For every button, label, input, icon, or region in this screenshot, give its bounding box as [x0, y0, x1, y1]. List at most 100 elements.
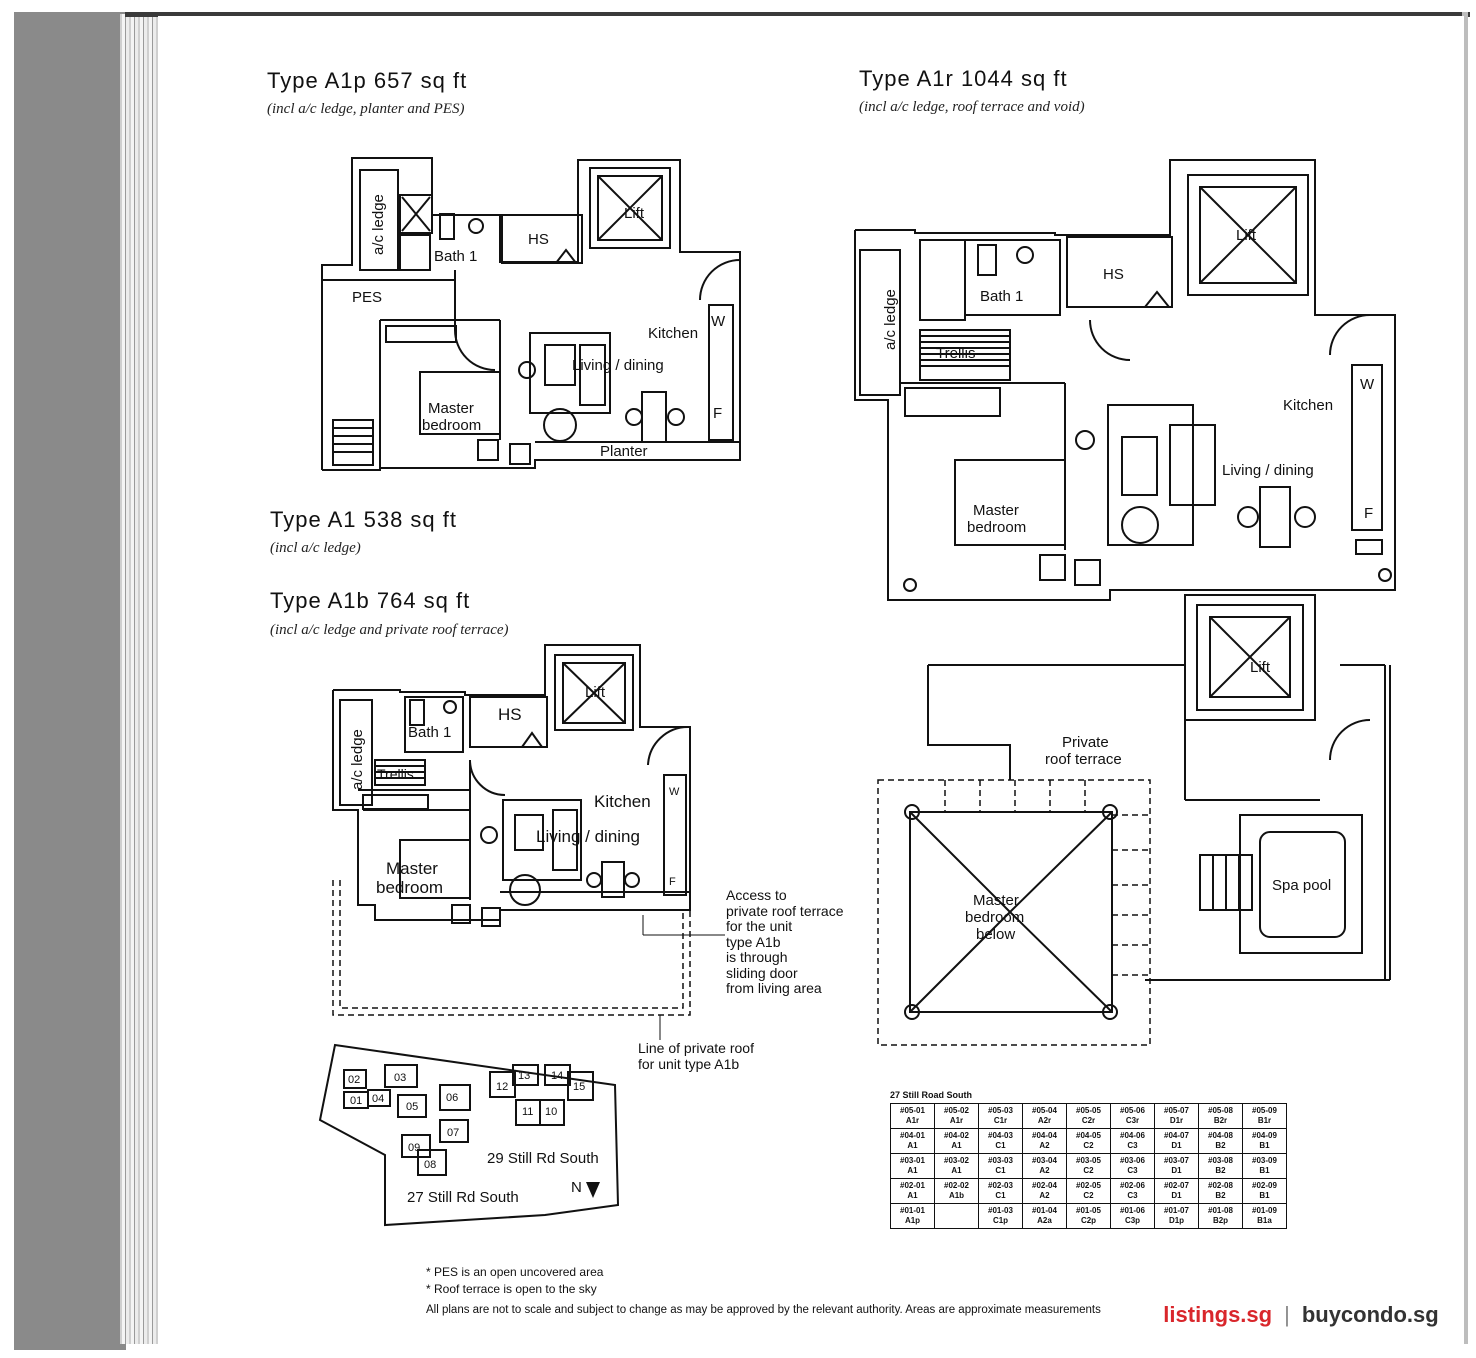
unit-number: #04-01: [900, 1131, 925, 1140]
unit-type: C3: [1127, 1166, 1138, 1175]
block-05: 05: [406, 1101, 418, 1113]
unit-number: #01-01: [900, 1206, 925, 1215]
unit-number: #04-07: [1164, 1131, 1189, 1140]
bedroom-below-label: bedroom: [965, 909, 1024, 926]
unit-number: #03-04: [1032, 1156, 1057, 1165]
plan-subtitle-a1p: (incl a/c ledge, planter and PES): [267, 101, 465, 117]
ac-ledge-label-a1r: a/c ledge: [882, 289, 899, 350]
unit-type: D1r: [1169, 1116, 1184, 1125]
unit-type: D1p: [1168, 1216, 1185, 1225]
block-15: 15: [573, 1081, 585, 1093]
unit-type: D1: [1171, 1191, 1182, 1200]
unit-number: #02-01: [900, 1181, 925, 1190]
unit-number: #01-04: [1032, 1206, 1057, 1215]
disclaimer: All plans are not to scale and subject t…: [426, 1304, 1101, 1316]
unit-number: #04-04: [1032, 1131, 1057, 1140]
access-line-5: is through: [726, 949, 788, 965]
room-labels: a/c ledge Lift HS Bath 1 PES Kitchen W L…: [349, 194, 1375, 943]
ac-ledge-label-a1b: a/c ledge: [349, 729, 366, 790]
unit-type: B2r: [1213, 1116, 1228, 1125]
bedroom-label-a1p: bedroom: [422, 417, 481, 434]
unit-type: A1: [951, 1166, 962, 1175]
block-04: 04: [372, 1093, 384, 1105]
hs-label-a1p: HS: [528, 231, 549, 248]
block-09: 09: [408, 1142, 420, 1154]
unit-type: B1: [1259, 1166, 1270, 1175]
unit-number: #05-02: [944, 1106, 969, 1115]
plan-title-a1p: Type A1p 657 sq ft: [267, 68, 468, 93]
unit-number: #05-03: [988, 1106, 1013, 1115]
unit-number: #05-08: [1208, 1106, 1233, 1115]
unit-type: C2p: [1080, 1216, 1097, 1225]
access-annotation: Access to private roof terrace for the u…: [726, 887, 844, 997]
unit-number: #03-08: [1208, 1156, 1233, 1165]
unit-type: C2: [1083, 1141, 1094, 1150]
unit-number: #04-08: [1208, 1131, 1233, 1140]
master-label-a1p: Master: [428, 400, 474, 417]
access-line-3: for the unit: [726, 918, 793, 934]
roof-line-annotation: Line of private roof for unit type A1b: [638, 1040, 754, 1072]
access-line-2: private roof terrace: [726, 902, 844, 919]
unit-type: C1: [995, 1141, 1006, 1150]
private-label: Private: [1062, 734, 1109, 751]
f-label-a1b: F: [669, 876, 676, 888]
unit-number: #02-06: [1120, 1181, 1145, 1190]
unit-type: D1: [1171, 1166, 1182, 1175]
unit-number: #02-08: [1208, 1181, 1233, 1190]
unit-number: #01-03: [988, 1206, 1013, 1215]
unit-type: A1r: [949, 1116, 964, 1125]
unit-type: B2: [1215, 1191, 1226, 1200]
block-03: 03: [394, 1072, 406, 1084]
unit-number: #04-03: [988, 1131, 1013, 1140]
unit-number: #05-07: [1164, 1106, 1189, 1115]
north-arrow-icon: [586, 1182, 600, 1198]
unit-type: A1p: [904, 1216, 921, 1225]
floor-plan-a1p: [321, 157, 741, 471]
roof-line-1: Line of private roof: [638, 1040, 754, 1056]
plan-title-a1: Type A1 538 sq ft: [270, 507, 458, 532]
kitchen-label-a1b: Kitchen: [594, 792, 651, 811]
block-06: 06: [446, 1092, 458, 1104]
road-29-label: 29 Still Rd South: [487, 1150, 599, 1167]
unit-number: #05-01: [900, 1106, 925, 1115]
book-spine-shadow: [14, 12, 126, 1350]
note-pes: * PES is an open uncovered area: [426, 1265, 604, 1279]
unit-type: C1p: [992, 1216, 1009, 1225]
plan-subtitle-a1b: (incl a/c ledge and private roof terrace…: [270, 622, 509, 638]
unit-number: #01-05: [1076, 1206, 1101, 1215]
unit-number: #02-05: [1076, 1181, 1101, 1190]
unit-number: #01-09: [1252, 1206, 1277, 1215]
unit-number: #01-07: [1164, 1206, 1189, 1215]
lift-label-a1r-roof: Lift: [1250, 659, 1271, 676]
unit-number: #02-09: [1252, 1181, 1277, 1190]
north-label: N: [571, 1179, 582, 1196]
master-label-a1b: Master: [386, 859, 438, 878]
site-plan: [318, 1043, 620, 1227]
unit-number: #05-09: [1252, 1106, 1277, 1115]
unit-type: A1: [907, 1166, 918, 1175]
unit-number: #05-05: [1076, 1106, 1101, 1115]
lift-label-a1r: Lift: [1236, 227, 1257, 244]
unit-number: #02-02: [944, 1181, 969, 1190]
unit-number: #01-08: [1208, 1206, 1233, 1215]
floor-plan-a1r: [854, 159, 1396, 601]
unit-type: C3r: [1125, 1116, 1140, 1125]
hs-label-a1r: HS: [1103, 266, 1124, 283]
